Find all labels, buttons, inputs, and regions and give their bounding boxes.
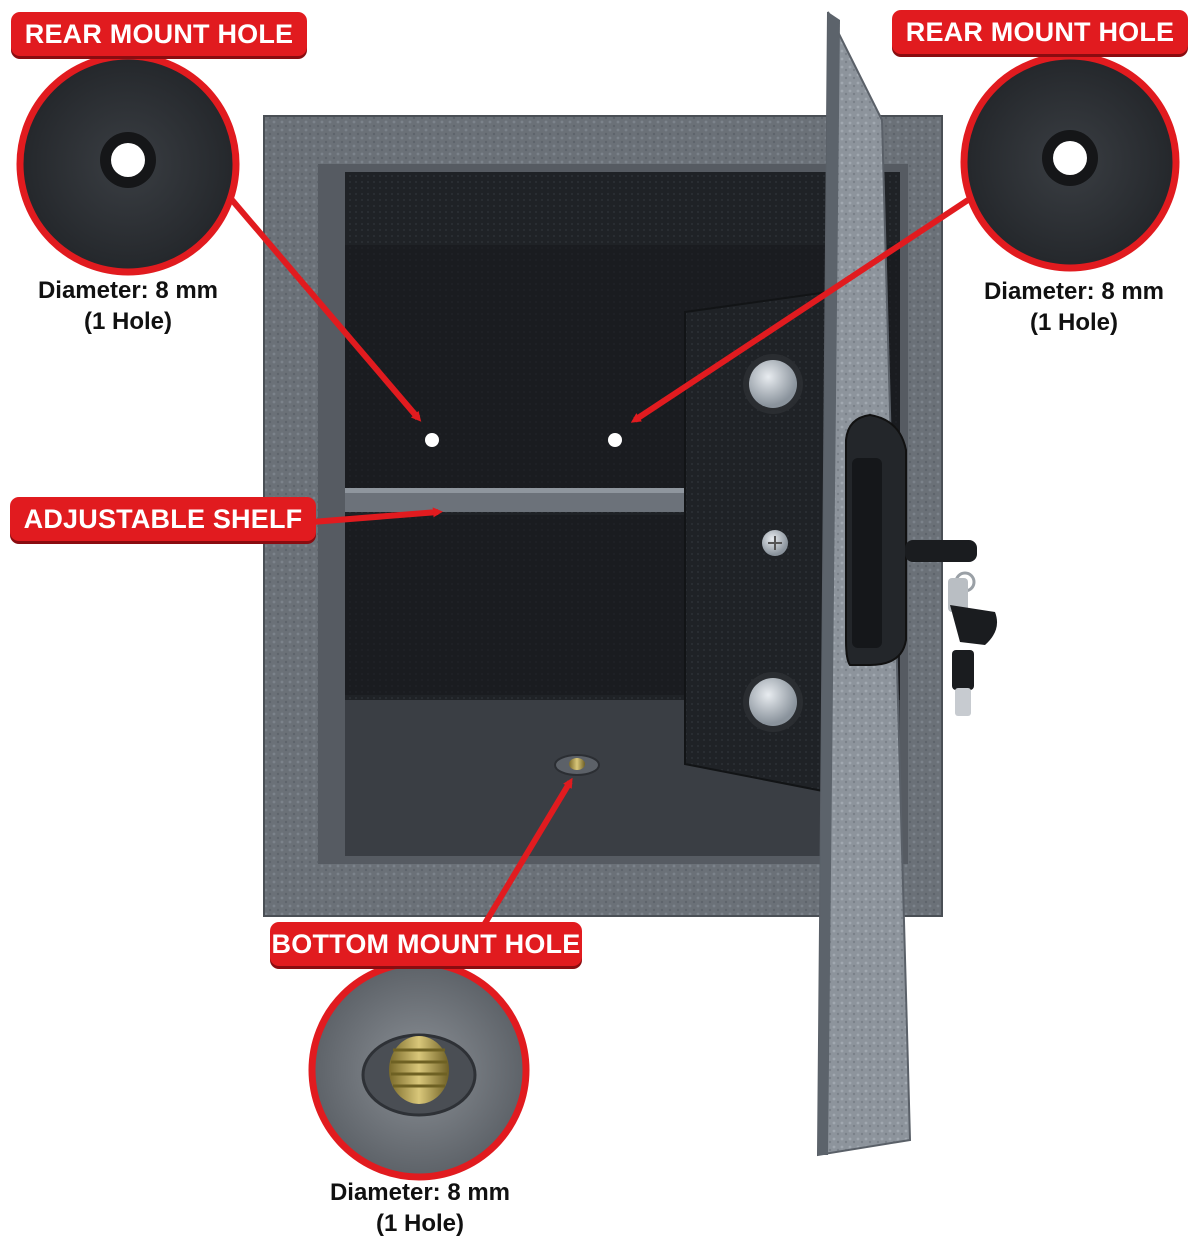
diameter-text: Diameter: 8 mm bbox=[983, 278, 1165, 305]
adjustable-shelf-label: ADJUSTABLE SHELF bbox=[10, 497, 316, 541]
zoom-rear-right bbox=[960, 52, 1180, 272]
key-icon bbox=[905, 540, 998, 716]
zoom-bottom bbox=[308, 959, 530, 1181]
hole-icon bbox=[111, 143, 145, 177]
arrow-rear-left bbox=[229, 198, 422, 422]
arrow-shelf bbox=[311, 507, 443, 525]
diameter-text: Diameter: 8 mm bbox=[329, 1179, 511, 1206]
arrows bbox=[229, 197, 970, 927]
zoom-rear-left bbox=[16, 52, 240, 276]
bolt-icon bbox=[749, 360, 797, 408]
hole-count-text: (1 Hole) bbox=[1029, 309, 1118, 336]
bottom-mount-hole-label: BOTTOM MOUNT HOLE bbox=[270, 922, 582, 966]
rear-hole-right bbox=[608, 433, 622, 447]
hole-count-text: (1 Hole) bbox=[375, 1210, 464, 1237]
safe-door bbox=[684, 11, 998, 1157]
caption-rear-right: Diameter: 8 mm (1 Hole) bbox=[966, 276, 1182, 338]
arrow-rear-right bbox=[630, 197, 970, 423]
rear-mount-hole-label-right: REAR MOUNT HOLE bbox=[892, 10, 1188, 54]
hole-icon bbox=[1053, 141, 1087, 175]
caption-rear-left: Diameter: 8 mm (1 Hole) bbox=[20, 275, 236, 337]
bolt-icon bbox=[749, 678, 797, 726]
diameter-text: Diameter: 8 mm bbox=[37, 277, 219, 304]
arrow-bottom bbox=[481, 777, 573, 927]
rear-hole-left bbox=[425, 433, 439, 447]
hole-count-text: (1 Hole) bbox=[83, 308, 172, 335]
caption-bottom: Diameter: 8 mm (1 Hole) bbox=[312, 1177, 528, 1239]
rear-mount-hole-label-left: REAR MOUNT HOLE bbox=[11, 12, 307, 56]
threaded-insert-icon bbox=[389, 1036, 449, 1104]
